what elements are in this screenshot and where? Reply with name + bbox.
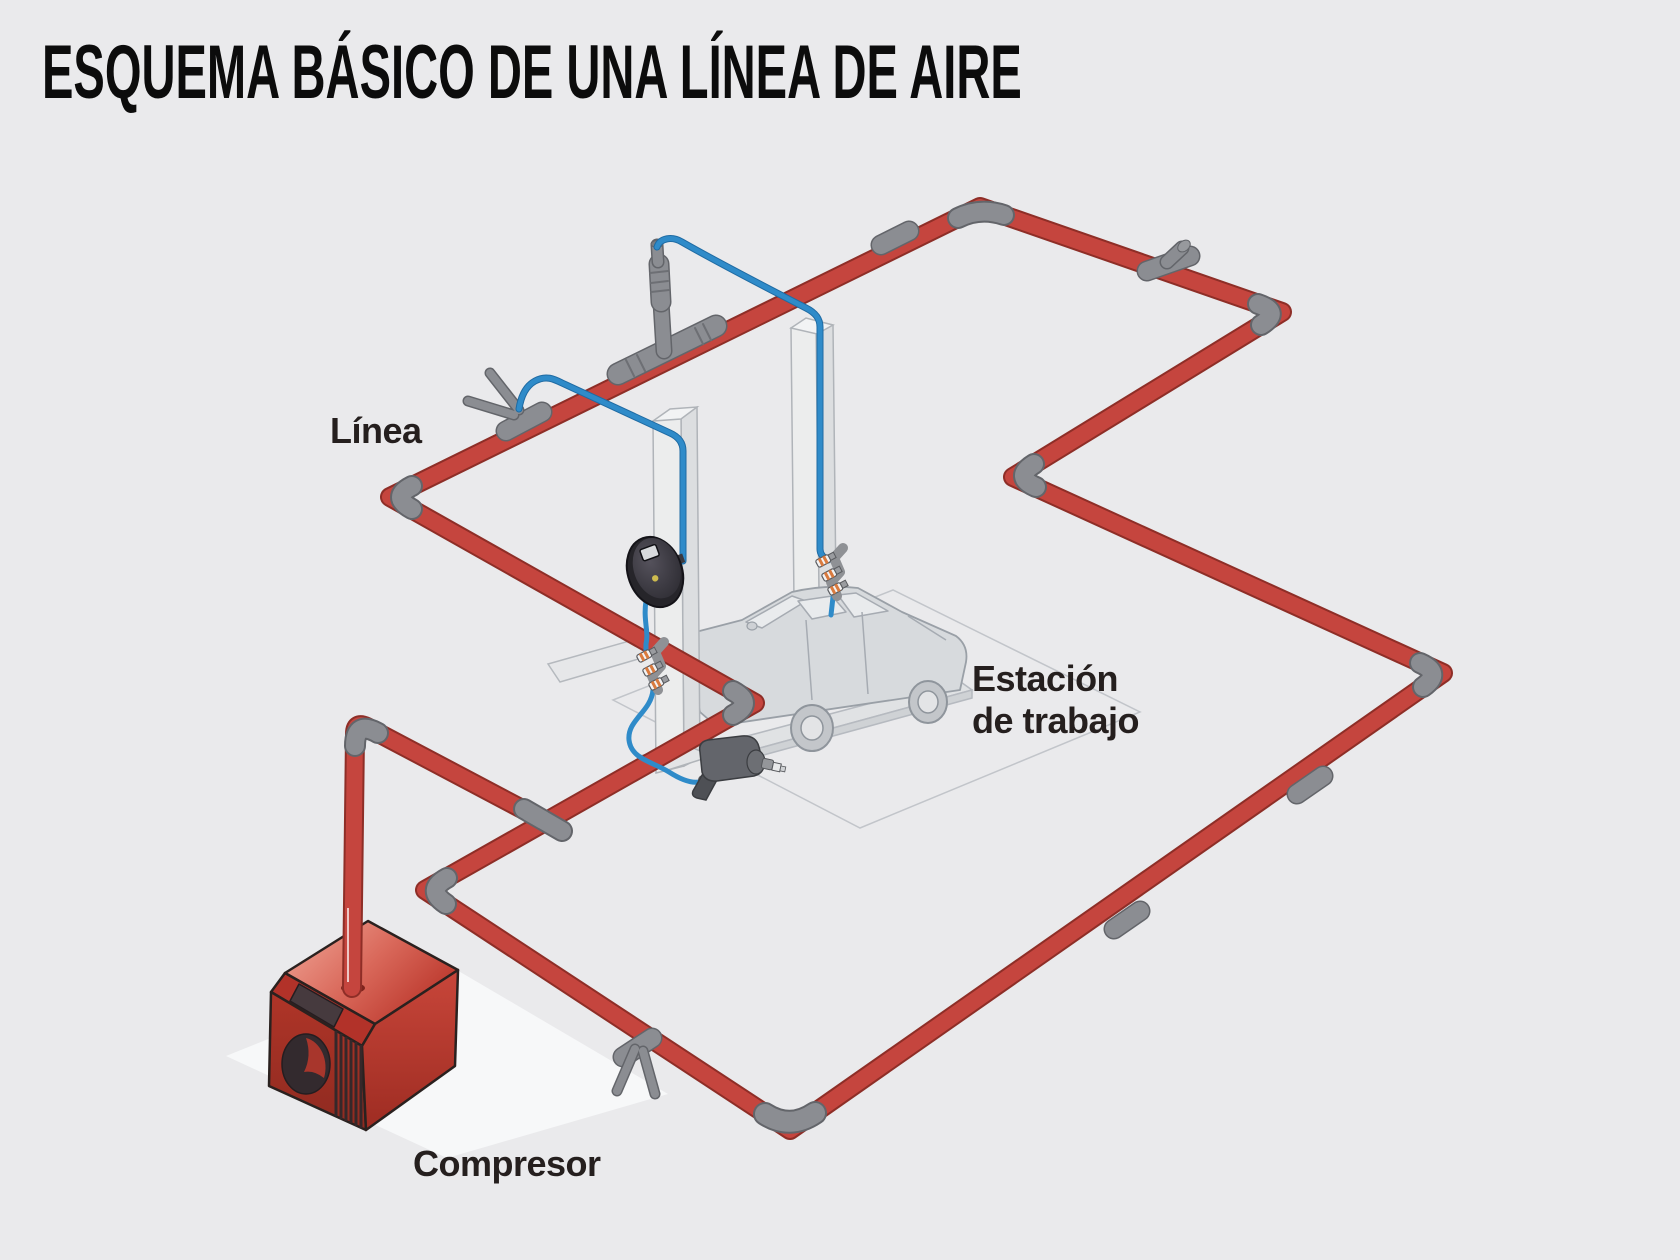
label-compresor: Compresor [413, 1143, 601, 1184]
shutoff-valve [462, 367, 553, 442]
reel-button [651, 575, 659, 582]
branch-stub [1136, 239, 1201, 282]
compressor [267, 919, 460, 1132]
tee-fitting [513, 798, 573, 842]
pipe-sleeves [870, 220, 1334, 940]
hose-reel [625, 535, 686, 609]
car [682, 585, 968, 752]
page-title: ESQUEMA BÁSICO DE UNA LÍNEA DE AIRE [42, 31, 1022, 115]
car-mirror [746, 621, 758, 631]
air-hose-right [653, 235, 836, 618]
car-wheel-front [790, 704, 834, 752]
label-linea: Línea [330, 410, 423, 451]
label-estacion-line1: Estación [972, 658, 1118, 699]
compressor-window [289, 983, 344, 1028]
impact-wrench [691, 735, 787, 801]
drain-valve [611, 1027, 663, 1100]
air-hose-left [515, 374, 708, 785]
red-pipe-loop [380, 197, 1453, 1140]
reel-display [639, 543, 660, 562]
quick-couplers-left [636, 637, 670, 695]
car-wheel-rear [908, 680, 948, 724]
label-estacion-line2: de trabajo [972, 700, 1139, 741]
quick-couplers-right [815, 543, 849, 601]
compressor-grille [334, 1031, 363, 1128]
pipe-elbows [344, 200, 1444, 1134]
